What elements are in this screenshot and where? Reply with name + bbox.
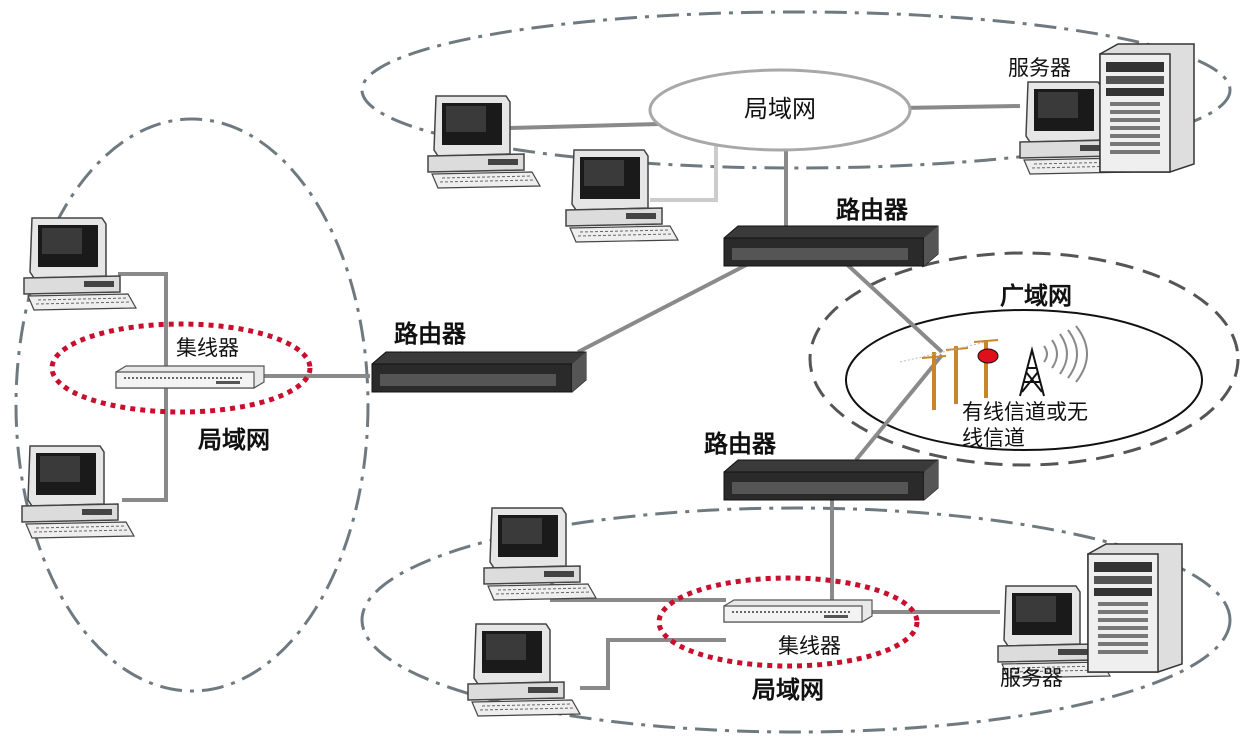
hub-label-left: 集线器 [176, 336, 239, 360]
hub-highlight-bottom [656, 575, 920, 669]
lan-boundary-bottom [360, 506, 1232, 734]
router-icon [723, 459, 939, 501]
hub-highlight-left [49, 321, 313, 415]
channel-label-line2: 线信道 [962, 426, 1025, 450]
lan-label-left: 局域网 [198, 426, 270, 454]
router-icon [371, 351, 587, 393]
server-tower-icon [1099, 43, 1195, 173]
desktop-computer-icon [21, 445, 135, 539]
server-label-bottom: 服务器 [1000, 666, 1063, 690]
lan-boundary-top [360, 10, 1232, 170]
desktop-computer-icon [23, 217, 137, 311]
server-tower-icon [1087, 543, 1183, 673]
desktop-computer-icon [427, 95, 541, 189]
router-label-bottom: 路由器 [704, 430, 776, 458]
desktop-computer-icon [565, 149, 679, 243]
cables [118, 104, 1021, 690]
desktop-computer-icon [467, 623, 581, 717]
router-label-left: 路由器 [394, 320, 466, 348]
router-label-top: 路由器 [836, 196, 908, 224]
hub-icon [115, 365, 265, 389]
signal-light [977, 348, 999, 364]
hub-label-bottom: 集线器 [778, 634, 841, 658]
lan-cloud-top [648, 68, 912, 152]
lan-label-bottom: 局域网 [752, 676, 824, 704]
server-label-top: 服务器 [1008, 56, 1071, 80]
lan-label-top: 局域网 [744, 95, 816, 123]
router-icon [723, 225, 939, 267]
channel-label-line1: 有线信道或无 [962, 400, 1088, 424]
hub-icon [723, 599, 873, 623]
cable-light [650, 140, 726, 202]
radio-tower-icon [1019, 325, 1088, 397]
wan-label: 广域网 [1000, 282, 1072, 310]
lan-boundary-left [14, 117, 370, 693]
wan-boundary [808, 251, 1240, 467]
